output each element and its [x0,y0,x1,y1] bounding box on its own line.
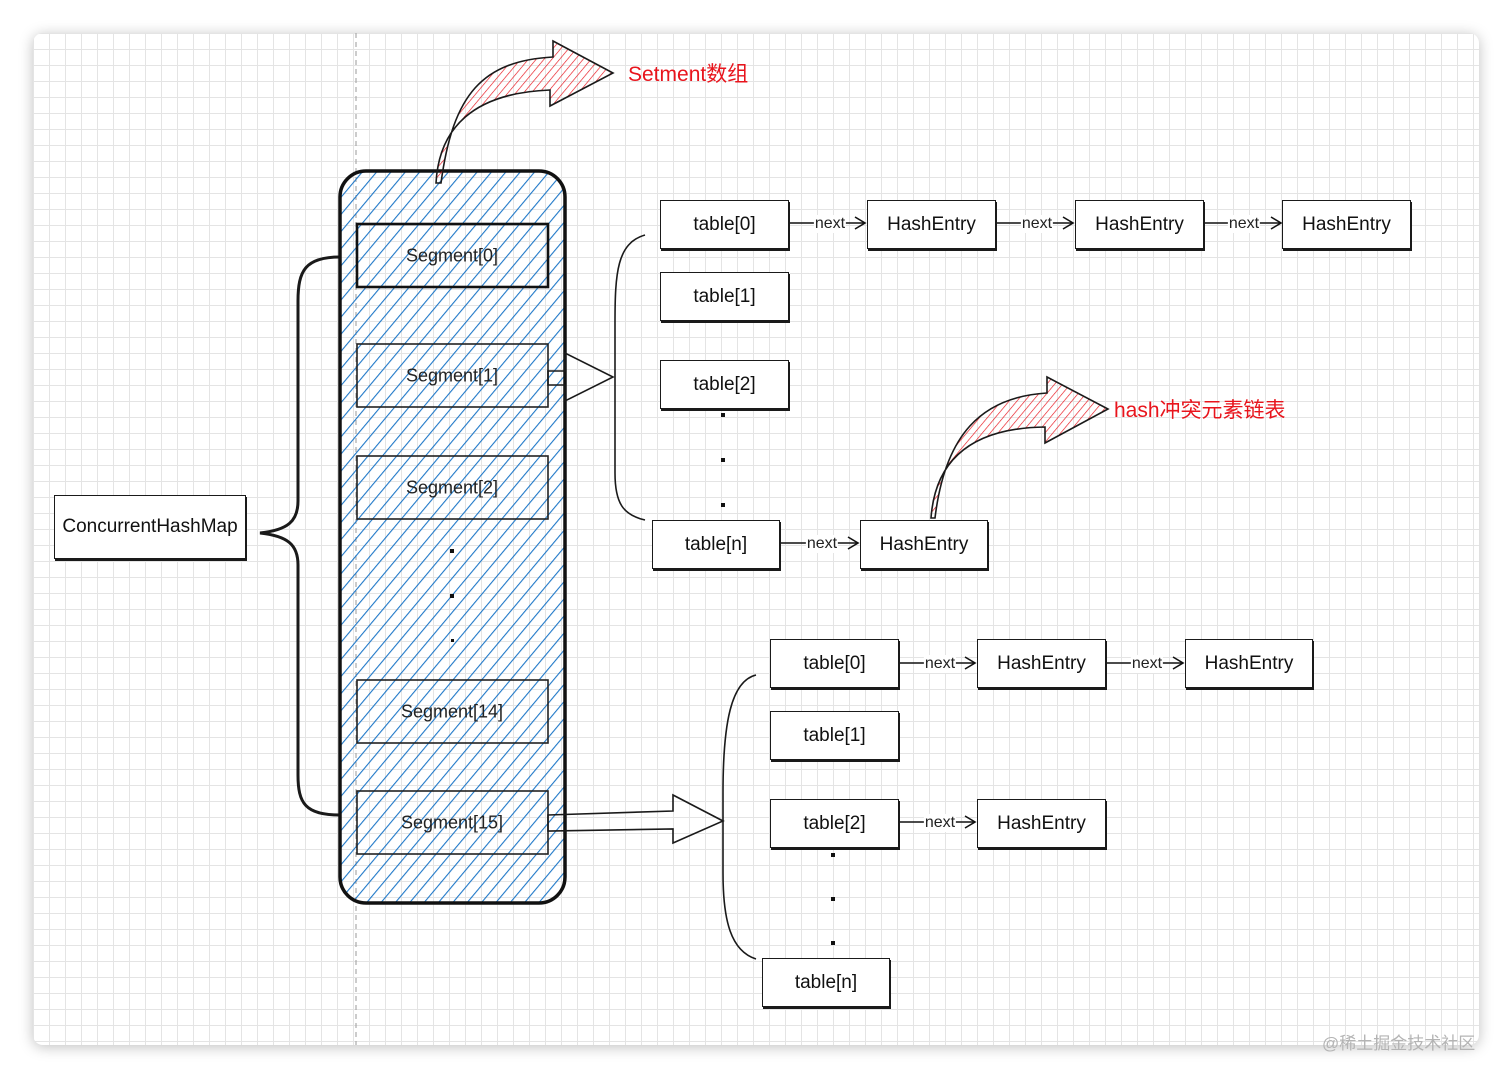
segment-label: Segment[0] [405,245,499,266]
concurrent-hash-map-label: ConcurrentHashMap [62,516,238,537]
table-node-upper-1: table[1] [660,272,789,321]
table-node-lower-1: table[1] [770,711,899,760]
segment-array-container [338,169,567,905]
watermark: @稀土掘金技术社区 [1322,1034,1476,1053]
segment-label: Segment[15] [400,812,504,833]
hash-entry-node: HashEntry [1075,200,1204,249]
segment-array-annotation: Setment数组 [628,63,749,86]
table-dot [721,458,725,462]
next-label: next [1227,215,1261,233]
next-arrowhead [847,536,860,550]
segment-label: Segment[2] [405,477,499,498]
next-arrowhead [964,656,977,670]
collision-callout-arrow [930,375,1110,519]
segment-array-callout-arrow [435,39,615,184]
table-label: table[n] [794,971,858,993]
next-label: next [923,655,957,673]
table-node-upper-n: table[n] [652,520,780,569]
next-label: next [805,535,839,553]
next-arrowhead [1172,656,1185,670]
next-label: next [923,814,957,832]
next-arrowhead [964,815,977,829]
segment1-arrow [547,351,615,403]
next-arrowhead [854,216,867,230]
segment-dot [450,549,454,553]
hash-entry-label: HashEntry [1095,213,1184,235]
next-label: next [1020,215,1054,233]
table-dot [831,853,835,857]
diagram-canvas: ConcurrentHashMap Segment[0] Segment[1] … [33,33,1479,1045]
hash-entry-node: HashEntry [1282,200,1411,249]
table-label: table[n] [684,533,748,555]
lower-table-brace [722,674,757,960]
hash-entry-label: HashEntry [997,812,1086,834]
concurrent-hash-map-node: ConcurrentHashMap [54,495,246,559]
next-arrowhead [1270,216,1283,230]
hash-entry-label: HashEntry [879,533,969,555]
next-label: next [1130,655,1164,673]
table-node-upper-0: table[0] [660,200,789,249]
upper-table-brace [614,234,646,521]
table-node-upper-2: table[2] [660,360,789,409]
segment-label: Segment[1] [405,365,499,386]
table-dot [721,503,725,507]
hash-entry-node: HashEntry [867,200,996,249]
map-brace [259,255,341,817]
table-dot [721,413,725,417]
segment-dot [450,594,454,598]
table-label: table[2] [693,373,756,395]
next-label: next [813,215,847,233]
table-dot [831,941,835,945]
table-node-lower-0: table[0] [770,639,899,688]
segment15-arrow [547,793,725,845]
hash-entry-node: HashEntry [860,520,988,569]
table-node-lower-n: table[n] [762,958,890,1007]
hash-entry-label: HashEntry [887,213,976,235]
table-label: table[1] [803,724,866,746]
diagram-lines [259,33,1283,1045]
table-label: table[0] [803,652,866,674]
table-node-lower-2: table[2] [770,799,899,848]
hash-entry-label: HashEntry [997,652,1086,674]
hash-entry-label: HashEntry [1302,213,1391,235]
segment-box-14 [356,679,549,744]
collision-annotation: hash冲突元素链表 [1114,399,1286,422]
hash-entry-label: HashEntry [1204,652,1294,674]
table-label: table[1] [693,285,756,307]
segment-box-2 [356,455,549,520]
segment-dot [451,639,454,642]
segment-box-0 [355,222,550,289]
hash-entry-node: HashEntry [1185,639,1313,688]
table-dot [831,897,835,901]
hash-entry-node: HashEntry [977,639,1106,688]
hash-entry-node: HashEntry [977,799,1106,848]
segment-label: Segment[14] [400,701,504,722]
table-label: table[0] [693,213,756,235]
table-label: table[2] [803,812,866,834]
next-arrowhead [1062,216,1075,230]
